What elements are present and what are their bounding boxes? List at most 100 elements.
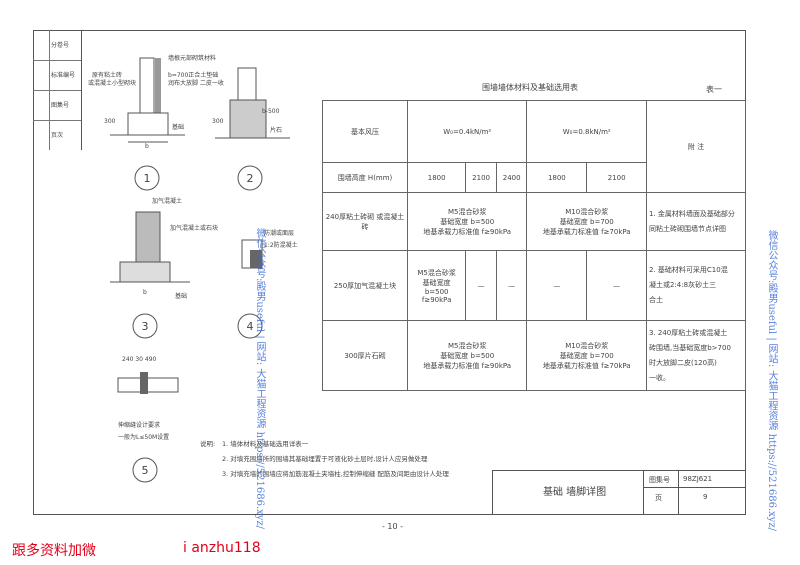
row2-dash-4: — [586,250,647,321]
d4-label-2: 1:2防混凝土 [264,242,298,249]
wall-3 [135,211,161,263]
title-block-v2: 9 [703,493,708,501]
d3-label-b: b [143,289,147,296]
note-3-l2: 砖围墙,当基础宽度b>700 [649,343,731,352]
d1-label-b1: b=700正合土垫础 [168,72,219,79]
row3-c2: M10混合砂浆 基础宽度 b=700 地基承载力标准值 f≥70kPa [526,320,647,391]
th-height-1: 1800 [406,162,467,193]
row3-c1-l1: M5混合砂浆 [447,341,487,350]
row1-c1-l3: 地基承载力标准值 f≥90kPa [423,227,512,236]
note-2-l2: 凝土或2:4:8灰砂土三 [649,281,717,289]
th-w2: W₀=0.8kN/m² [526,100,647,163]
callout-circle-3 [132,313,158,339]
title-block-v1: 98ZJ621 [683,475,713,483]
wall-1 [139,57,155,114]
row1-c2-l1: M10混合砂浆 [565,207,609,216]
callout-num-1: 1 [144,172,151,185]
th-note: 附 注 [646,100,746,193]
row2-c1: M5混合砂浆 基础宽度 b=500 f≥90kPa [406,250,467,321]
callout-circle-5 [132,457,158,483]
d1-label-dim4: 300 [212,118,224,125]
stamp-column: 分卷号 标准编号 图集号 页次 [33,30,82,150]
row3-c2-l1: M10混合砂浆 [565,341,609,350]
th-wind: 基本风压 [322,100,408,163]
d1-label-dim3: 300 [104,118,116,125]
row1-c2-l3: 地基承载力标准值 f≥70kPa [542,227,631,236]
callout-num-5: 5 [142,464,149,477]
row2-dash-1: — [465,250,497,321]
stamp-label-3: 图集号 [51,102,70,109]
th-w1: W₀=0.4kN/m² [406,100,528,163]
title-block-k2: 页 [655,494,662,502]
d1-label-base: 基础 [172,124,185,131]
d1-label-b2: 润布大放脚 二皮一收 [168,80,224,87]
watermark-mid: 微信公众号:殿男useful | 网站: 大猫工程资源 https://5216… [254,228,265,530]
row1-c1: M5混合砂浆 基础宽度 b=500 地基承载力标准值 f≥90kPa [406,192,528,251]
d4-label-1: 防潮或面层 [264,230,295,237]
footer-left-text: 跟多资料加微 [12,543,96,559]
selection-table: 基本风压 W₀=0.4kN/m² W₀=0.8kN/m² 附 注 围墙高度 H(… [322,100,746,391]
th-height-5: 2100 [586,162,647,193]
note-3-l1: 3. 240厚粘土砖或混凝土 [649,328,728,337]
row2-c1-l3: b=500 [424,287,449,296]
note-2: 2. 基础材料可采用C10混 凝土或2:4:8灰砂土三 合土 [646,250,746,321]
d3-label-base: 基础 [175,293,188,300]
callout-num-3: 3 [142,320,149,333]
d5-note-1: 伸缩缝设计要求 [118,422,161,429]
table-title: 围墙墙体材料及基础选用表 [482,83,578,92]
note-3-l4: 一收。 [649,373,670,382]
d1-label-top: 墙根元部砌筑材料 [168,55,217,62]
callout-circle-4 [237,313,263,339]
note-1-l1: 1. 金属材料墙面及基础部分 [649,209,735,218]
th-height: 围墙高度 H(mm) [322,162,408,193]
d1-label-b: b [145,143,149,150]
th-height-2: 2100 [465,162,497,193]
notes-1: 1. 墙体材料及基础选用详表一 [222,440,309,448]
page-number: - 10 - [382,522,404,531]
d5-note-2: 一般为L≤50M设置 [118,434,170,441]
callout-circle-2 [237,165,263,191]
row2-c1-l2: 基础宽度 [422,278,451,287]
row3-label: 300厚片石砌 [322,320,408,391]
footer-right-text: i anzhu118 [183,540,261,556]
stamp-label-1: 分卷号 [51,42,70,49]
title-block: 基础 墙脚详图 图集号 98ZJ621 页 9 [492,470,746,515]
row1-c2: M10混合砂浆 基础宽度 b=700 地基承载力标准值 f≥70kPa [526,192,647,251]
row1-label: 240厚粘土砖砌 或混凝土砖 [322,192,408,251]
callout-circle-1 [134,165,160,191]
row1-c1-l2: 基础宽度 b=500 [440,217,495,226]
drawing-frame [33,30,746,515]
note-1-l2: 同粘土砖砌围墙节点详图 [649,224,726,233]
stamp-label-4: 页次 [51,132,64,139]
row2-c1-l1: M5混合砂浆 [417,268,456,277]
notes-2: 2. 对填充围墙所的围墙其基础埋置于可液化砂土层时,设计人应另做处理 [222,455,428,463]
rubble-footing-2 [229,99,267,139]
table-number: 表一 [706,85,722,94]
footing-3 [119,261,171,283]
hatch-1 [155,58,161,113]
row3-c2-l3: 地基承载力标准值 f≥70kPa [542,361,631,370]
row3-c1: M5混合砂浆 基础宽度 b=500 地基承载力标准值 f≥90kPa [406,320,528,391]
callout-num-2: 2 [247,172,254,185]
row1-c1-l1: M5混合砂浆 [447,207,487,216]
row2-c1-l4: f≥90kPa [421,295,452,304]
row2-dash-3: — [526,250,588,321]
title-block-title: 基础 墙脚详图 [543,487,607,498]
callout-num-4: 4 [247,320,254,333]
watermark-right: 微信公众号:殿男useful | 网站: 大猫工程资源 https://5216… [766,230,777,532]
row3-c2-l2: 基础宽度 b=700 [559,351,614,360]
d1-label-a2: 或混凝土小型砌块 [88,80,137,87]
d1-label-dim1: b-500 [262,108,280,115]
row1-c2-l2: 基础宽度 b=700 [559,217,614,226]
footing-1 [127,112,169,136]
d3-label-2: 加气混凝土或石块 [170,225,219,232]
note-3: 3. 240厚粘土砖或混凝土 砖围墙,当基础宽度b>700 时大放脚二皮(120… [646,320,746,391]
d5-dims: 240 30 490 [122,356,157,363]
row3-c1-l3: 地基承载力标准值 f≥90kPa [423,361,512,370]
note-2-l3: 合土 [649,296,663,304]
d3-label-1: 加气混凝土 [152,198,183,205]
th-height-3: 2400 [495,162,528,193]
stamp-label-2: 标准编号 [51,72,76,79]
note-2-l1: 2. 基础材料可采用C10混 [649,266,728,274]
